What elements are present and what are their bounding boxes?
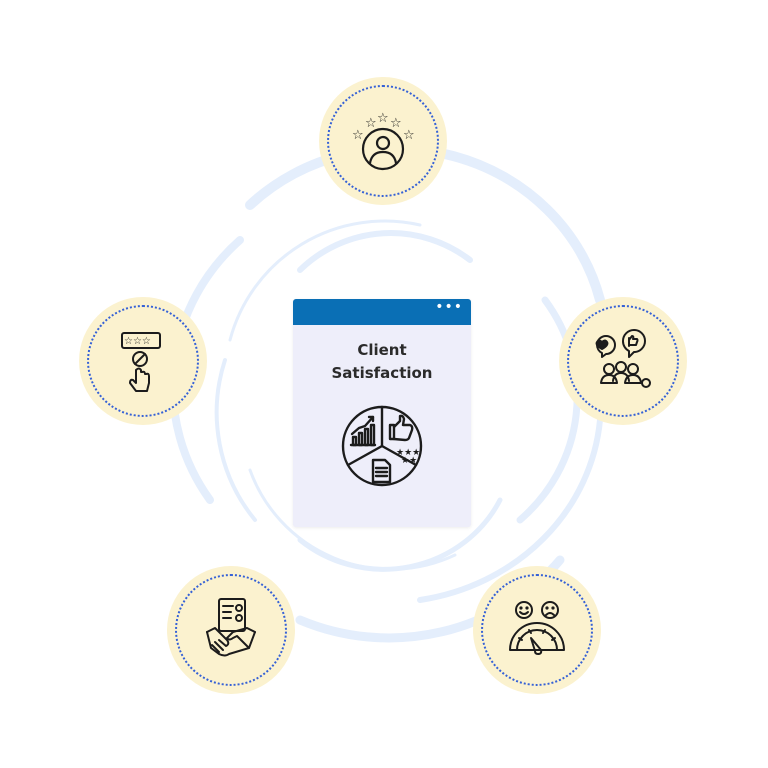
client-satisfaction-card: ••• Client Satisfaction [293,299,471,527]
node-customer-feedback [559,297,687,425]
node-satisfaction-meter [473,566,601,694]
swirl-arc [214,358,257,522]
swirl-arc [245,143,605,305]
svg-text:★★: ★★ [401,456,417,466]
svg-text:☆☆☆: ☆☆☆ [124,336,151,347]
swirl-arc [248,468,457,571]
svg-text:☆: ☆ [352,128,364,143]
node-handshake-agreement [167,566,295,694]
card-title-line2: Satisfaction [331,364,433,382]
card-title-line1: Client [357,341,407,359]
svg-text:★★★: ★★★ [396,448,420,458]
swirl-arc [297,230,473,273]
card-header-bar: ••• [293,299,471,325]
pie-chart-satisfaction-icon: ★★★ ★★ [341,405,423,487]
svg-text:☆: ☆ [365,116,377,131]
card-title: Client Satisfaction [293,339,471,385]
swirl-arc [516,296,581,524]
svg-text:☆: ☆ [390,116,402,131]
customer-feedback-group-icon [595,329,651,388]
node-user-rating: ☆ ☆ ☆ ☆ ☆ [319,77,447,205]
swirl-arc [228,219,422,342]
user-rating-stars-icon: ☆ ☆ ☆ ☆ ☆ [352,111,415,171]
swirl-arc [417,417,603,603]
star-rating-click-icon: ☆☆☆ [121,332,161,392]
more-options-icon[interactable]: ••• [435,299,463,315]
node-star-rating: ☆☆☆ [79,297,207,425]
handshake-agreement-icon [206,598,256,657]
svg-text:☆: ☆ [403,128,415,143]
svg-text:☆: ☆ [377,111,389,126]
satisfaction-meter-icon [509,601,565,655]
